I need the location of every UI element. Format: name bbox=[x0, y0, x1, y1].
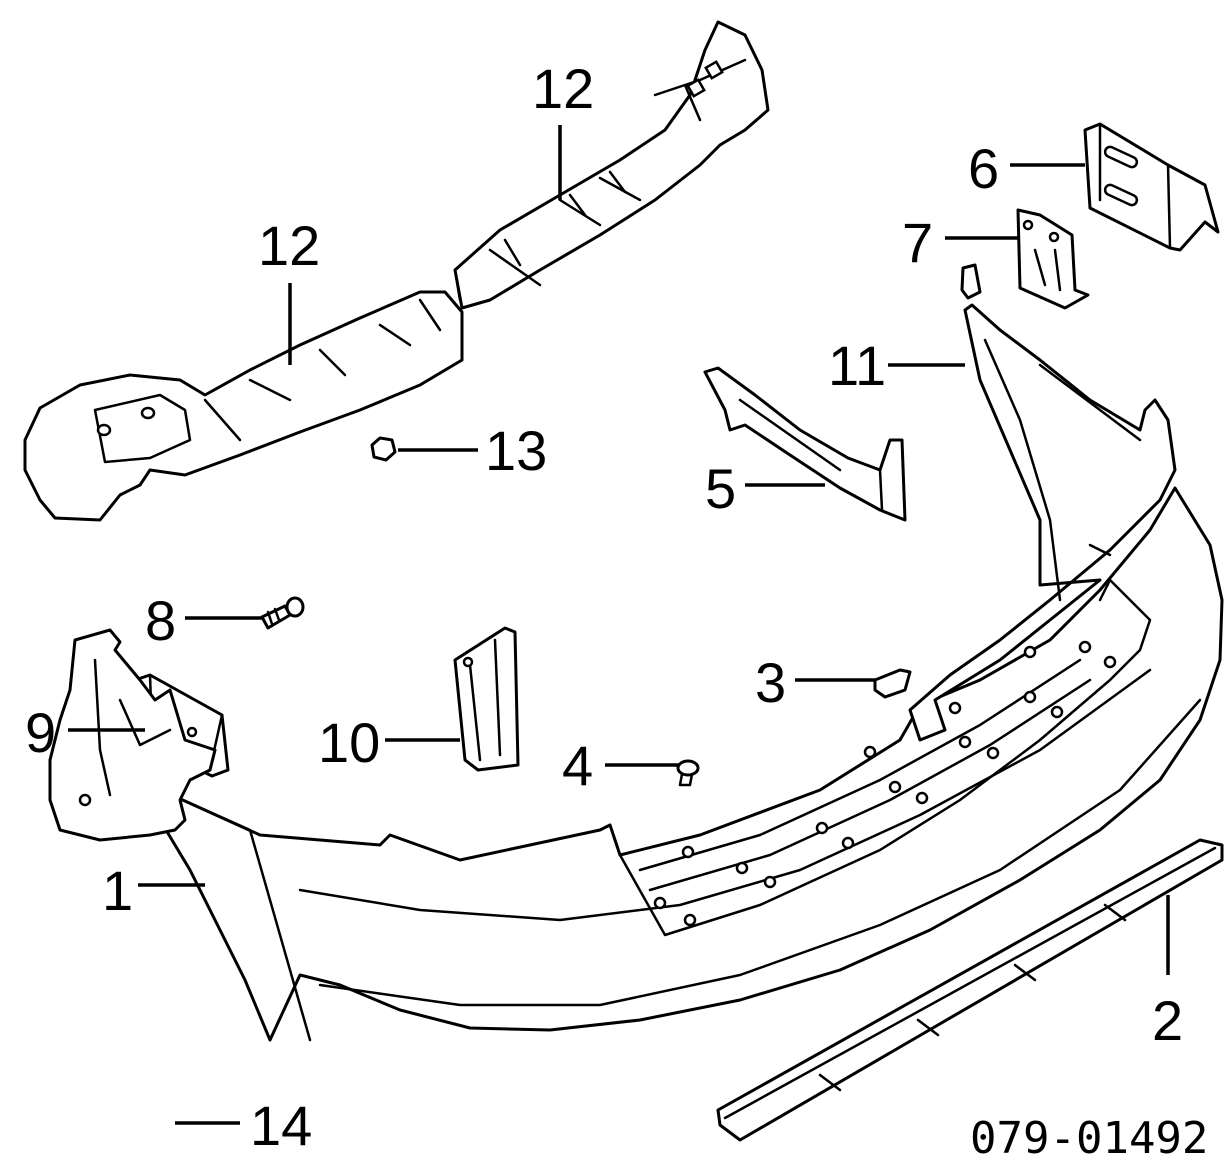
part-4-push-pin bbox=[676, 759, 700, 787]
part-10-bracket bbox=[453, 626, 520, 772]
part-inner-fascia bbox=[908, 303, 1177, 742]
callout-14: 14 bbox=[250, 1094, 312, 1157]
callout-5: 5 bbox=[705, 457, 736, 520]
part-13-clip bbox=[370, 436, 397, 462]
callout-11: 11 bbox=[828, 334, 886, 397]
callout-12-left: 12 bbox=[258, 214, 320, 277]
part-5-retainer bbox=[703, 366, 907, 522]
part-2-moulding bbox=[716, 838, 1224, 1142]
diagram-reference-number: 079-01492 bbox=[970, 1113, 1208, 1160]
callout-6: 6 bbox=[968, 137, 999, 200]
callout-2: 2 bbox=[1152, 989, 1183, 1052]
callout-8: 8 bbox=[145, 589, 176, 652]
part-6-bracket bbox=[1083, 122, 1220, 252]
callout-10: 10 bbox=[318, 711, 380, 774]
part-1-bumper-cover bbox=[143, 486, 1224, 1042]
callout-3: 3 bbox=[755, 651, 786, 714]
part-14-mudflap bbox=[48, 628, 217, 842]
part-12-absorber-right bbox=[453, 20, 770, 310]
callout-9: 9 bbox=[25, 701, 56, 764]
part-7-bracket bbox=[1016, 208, 1090, 310]
part-11-fastener bbox=[960, 263, 982, 300]
callout-7: 7 bbox=[902, 211, 933, 274]
leader-lines bbox=[68, 125, 1170, 1125]
callout-4: 4 bbox=[562, 734, 593, 797]
part-3-clip bbox=[873, 668, 912, 699]
callout-12-top: 12 bbox=[532, 57, 594, 120]
callout-13: 13 bbox=[485, 419, 547, 482]
part-12-absorber-left bbox=[23, 290, 464, 522]
part-8-bolt bbox=[260, 596, 305, 630]
callout-1: 1 bbox=[102, 859, 133, 922]
